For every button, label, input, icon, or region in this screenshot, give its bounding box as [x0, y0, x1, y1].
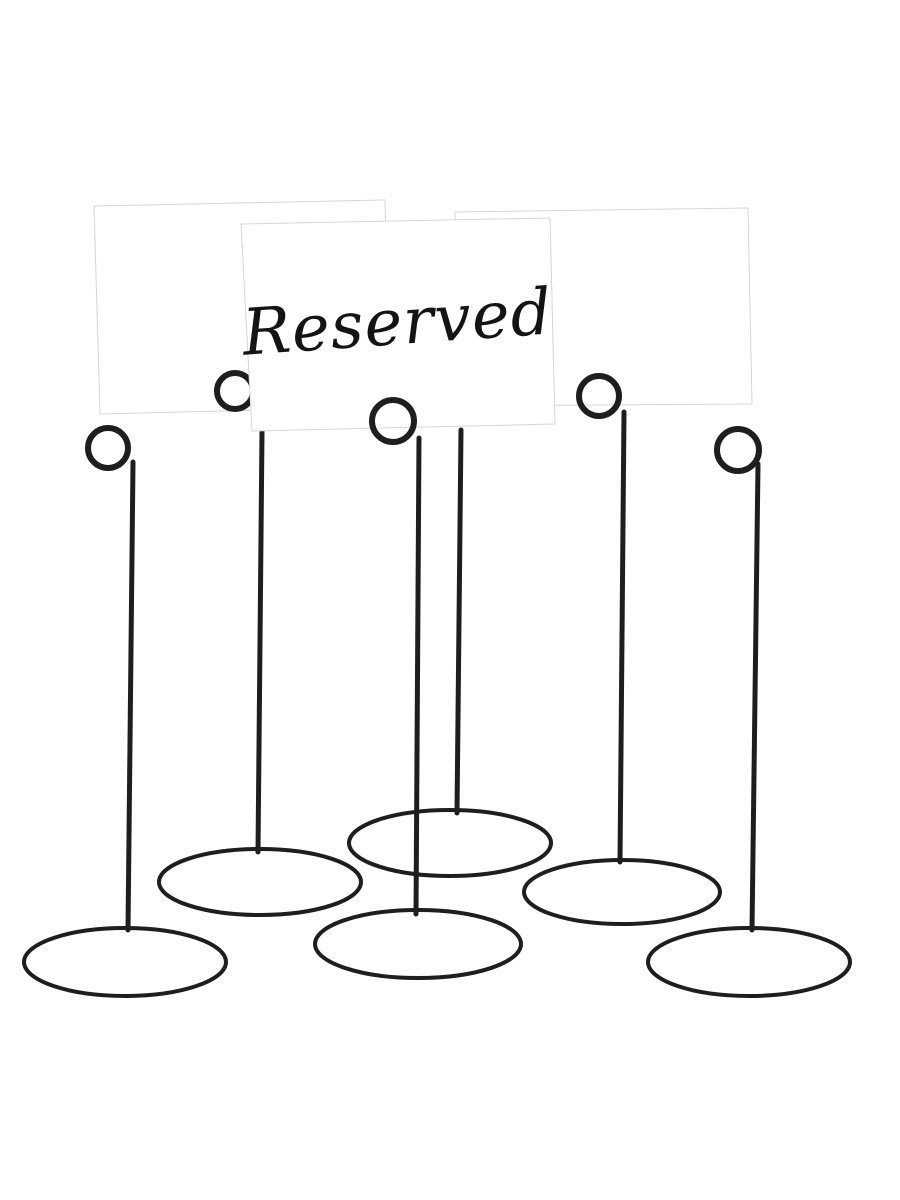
card-holder-back-middle [347, 427, 553, 878]
holder-back-middle-base [347, 808, 553, 878]
card-holder-center [313, 397, 523, 980]
holder-front-left-base [22, 926, 228, 998]
holder-right-middle-loop [576, 373, 622, 419]
holder-front-right-loop [714, 426, 762, 474]
holder-front-left-loop [85, 425, 131, 471]
holder-center-stem [413, 435, 422, 917]
card-holder-right-middle [522, 373, 722, 926]
holder-front-left-stem [125, 459, 136, 933]
card-holder-front-left [22, 425, 228, 998]
holder-center-loop [369, 397, 417, 445]
holder-front-right-base [646, 926, 852, 998]
holder-back-left-stem [255, 429, 265, 855]
place-card-reserved: Reserved [239, 217, 556, 432]
holder-right-middle-stem [617, 409, 627, 865]
card-reserved-face [240, 217, 556, 432]
holder-back-middle-stem [454, 427, 464, 816]
card-holder-front-right [646, 426, 852, 998]
card-holder-back-left [157, 370, 363, 917]
holder-front-right-stem [749, 461, 761, 933]
